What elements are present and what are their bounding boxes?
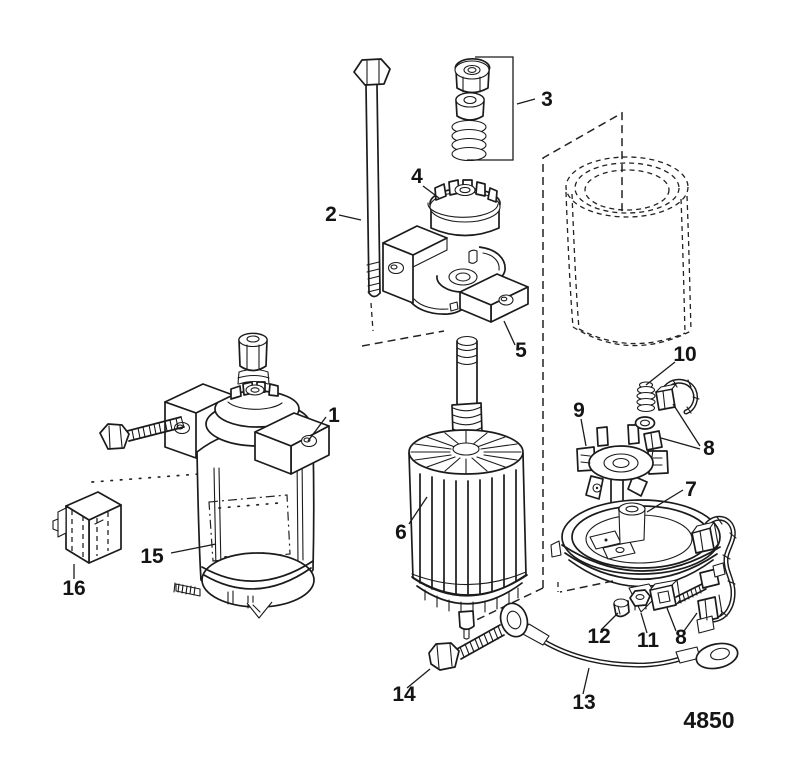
callout-4: 4: [411, 165, 423, 188]
lamination-fan: [410, 430, 522, 474]
callout-11: 11: [637, 629, 660, 652]
terminal-nut: [629, 589, 651, 611]
callout-8-upper: 8: [703, 437, 715, 460]
starter-motor-assembly: [99, 332, 330, 619]
callout-10: 10: [673, 343, 696, 366]
mount-bolt: [428, 624, 505, 671]
brush-set-lower: [691, 515, 737, 634]
terminal-insulator: [649, 579, 681, 611]
figure-number: 4850: [683, 707, 734, 733]
thru-bolt: [353, 58, 391, 298]
alignment-dashes: [91, 302, 614, 625]
brush-set-upper: [634, 378, 700, 458]
callout-8-lower: 8: [675, 626, 687, 649]
brush-spring: [636, 381, 656, 413]
callout-13: 13: [572, 691, 595, 714]
terminal-cover-clip: [52, 491, 122, 564]
callout-1: 1: [328, 404, 340, 427]
armature: [408, 335, 528, 640]
starter-frame-phantom: [542, 111, 692, 588]
callout-5: 5: [515, 339, 527, 362]
callout-3: 3: [541, 88, 553, 111]
leader-lines: [73, 56, 701, 695]
pinion-stopper-kit: [451, 57, 491, 162]
callout-7: 7: [685, 478, 697, 501]
callout-12: 12: [587, 625, 610, 648]
callout-15: 15: [140, 545, 164, 568]
callouts: 1 2 3 4 5 6 7 8 8 9 10 11 12 13 14 15 16: [62, 88, 715, 714]
callout-14: 14: [392, 683, 416, 706]
pinion-bracket-clamp: [382, 225, 529, 323]
callout-2: 2: [325, 203, 337, 226]
callout-16: 16: [62, 577, 85, 600]
terminal-bushing: [613, 598, 630, 618]
callout-6: 6: [395, 521, 407, 544]
terminal-bolt: [675, 562, 726, 604]
cable-assembly: [499, 602, 739, 670]
commutator-bars: [424, 587, 519, 614]
armature-slots: [419, 469, 517, 595]
callout-9: 9: [573, 399, 585, 422]
brush-holder-plate: [576, 424, 669, 507]
drive-pinion-gear: [427, 179, 501, 237]
